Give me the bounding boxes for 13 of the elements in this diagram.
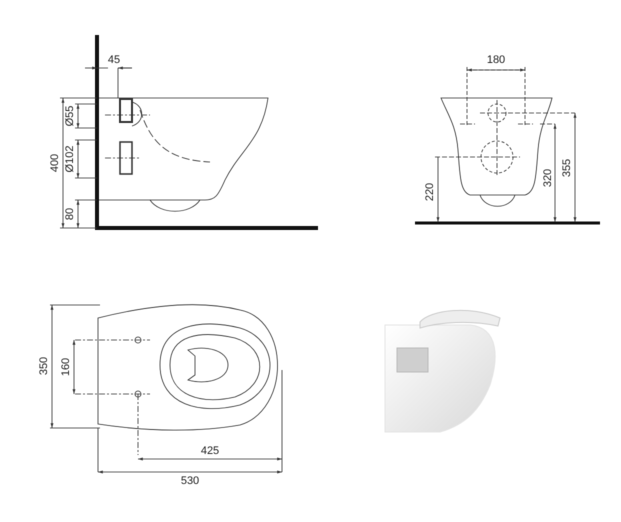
dimension-label: 160 bbox=[60, 356, 72, 378]
dimension-label: 180 bbox=[486, 54, 506, 66]
dimension-label: 400 bbox=[49, 152, 61, 174]
dimension-label: 350 bbox=[38, 356, 50, 376]
dimension-label: 425 bbox=[200, 445, 220, 457]
dimension-label: Ø55 bbox=[64, 104, 76, 128]
dimension-label: 355 bbox=[561, 158, 573, 178]
dimension-label: 320 bbox=[542, 168, 554, 188]
dimension-label: Ø102 bbox=[64, 144, 76, 174]
dimension-label: 80 bbox=[64, 206, 76, 222]
dimension-label: 530 bbox=[180, 475, 200, 487]
dimension-label: 45 bbox=[106, 54, 122, 66]
dimension-label: 220 bbox=[424, 182, 436, 202]
